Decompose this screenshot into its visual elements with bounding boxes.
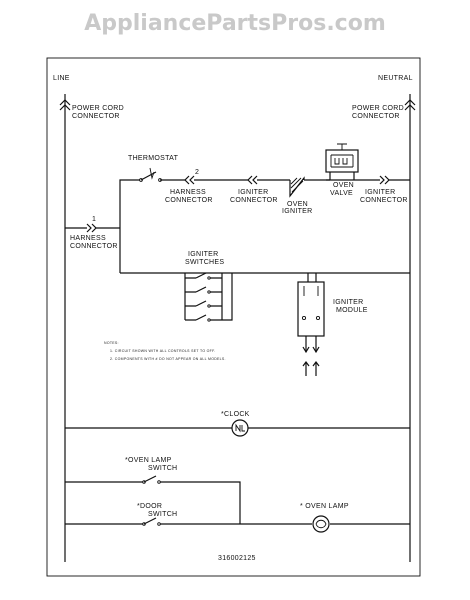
part-number: 316002125 bbox=[218, 555, 256, 562]
igniter-connector-mid-symbol bbox=[247, 175, 258, 185]
igniter-connector-mid-label-1: IGNITER bbox=[238, 189, 269, 196]
igniter-switches-symbol bbox=[184, 272, 223, 322]
note-2: 2. COMPONENTS WITH # DO NOT APPEAR ON AL… bbox=[110, 357, 226, 361]
watermark: AppliancePartsPros.com bbox=[84, 11, 386, 36]
thermostat-pin-label: 2 bbox=[195, 169, 199, 176]
igniter-module-label-1: IGNITER bbox=[333, 299, 364, 306]
oven-igniter-symbol bbox=[289, 176, 305, 198]
door-switch-symbol bbox=[142, 517, 161, 526]
oven-valve-symbol bbox=[325, 143, 359, 181]
clock-symbol bbox=[231, 419, 249, 437]
harness-connector-left-label-2: CONNECTOR bbox=[70, 243, 118, 250]
neutral-label: NEUTRAL bbox=[378, 75, 413, 82]
igniter-connector-right-symbol bbox=[379, 175, 390, 185]
oven-lamp-switch-symbol bbox=[142, 475, 161, 484]
oven-valve-label-2: VALVE bbox=[330, 190, 353, 197]
igniter-connector-right-label-1: IGNITER bbox=[365, 189, 396, 196]
power-cord-connector-right-symbol bbox=[404, 99, 416, 111]
door-switch-label-1: *DOOR bbox=[137, 503, 162, 510]
oven-lamp-switch-label-1: *OVEN LAMP bbox=[125, 457, 172, 464]
harness-connector-top-label-2: CONNECTOR bbox=[165, 197, 213, 204]
igniter-switches-label-2: SWITCHES bbox=[185, 259, 224, 266]
harness-connector-left-pin: 1 bbox=[92, 216, 96, 223]
oven-valve-label-1: OVEN bbox=[333, 182, 354, 189]
thermostat-symbol bbox=[139, 167, 162, 182]
power-cord-connector-left-symbol bbox=[59, 99, 71, 111]
oven-igniter-label-2: IGNITER bbox=[282, 208, 313, 215]
oven-igniter-label-1: OVEN bbox=[287, 201, 308, 208]
harness-connector-left-symbol bbox=[65, 223, 120, 233]
line-label: LINE bbox=[53, 75, 70, 82]
thermostat-label: THERMOSTAT bbox=[128, 155, 179, 162]
note-1: 1. CIRCUIT SHOWN WITH ALL CONTROLS SET T… bbox=[110, 349, 215, 353]
igniter-module-label-2: MODULE bbox=[336, 307, 368, 314]
oven-lamp-symbol bbox=[312, 515, 330, 533]
power-cord-connector-right-label-1: POWER CORD bbox=[352, 105, 404, 112]
igniter-connector-mid-label-2: CONNECTOR bbox=[230, 197, 278, 204]
oven-lamp-switch-wire bbox=[65, 481, 241, 524]
oven-lamp-label: * OVEN LAMP bbox=[300, 503, 349, 510]
clock-label: *CLOCK bbox=[221, 411, 250, 418]
power-cord-connector-left-label-2: CONNECTOR bbox=[72, 113, 120, 120]
harness-connector-left-label-1: HARNESS bbox=[70, 235, 106, 242]
power-cord-connector-left-label-1: POWER CORD bbox=[72, 105, 124, 112]
door-switch-label-2: SWITCH bbox=[148, 511, 177, 518]
igniter-module-symbol bbox=[297, 273, 325, 376]
igniter-switches-label-1: IGNITER bbox=[188, 251, 219, 258]
oven-lamp-switch-label-2: SWITCH bbox=[148, 465, 177, 472]
harness-connector-top-label-1: HARNESS bbox=[170, 189, 206, 196]
diagram-frame bbox=[46, 57, 421, 577]
module-feed-wire bbox=[222, 273, 233, 321]
top-circuit-feed bbox=[119, 179, 140, 273]
power-cord-connector-right-label-2: CONNECTOR bbox=[352, 113, 400, 120]
harness-connector-top-symbol bbox=[184, 175, 195, 185]
notes-title: NOTES: bbox=[104, 341, 119, 345]
igniter-connector-right-label-2: CONNECTOR bbox=[360, 197, 408, 204]
